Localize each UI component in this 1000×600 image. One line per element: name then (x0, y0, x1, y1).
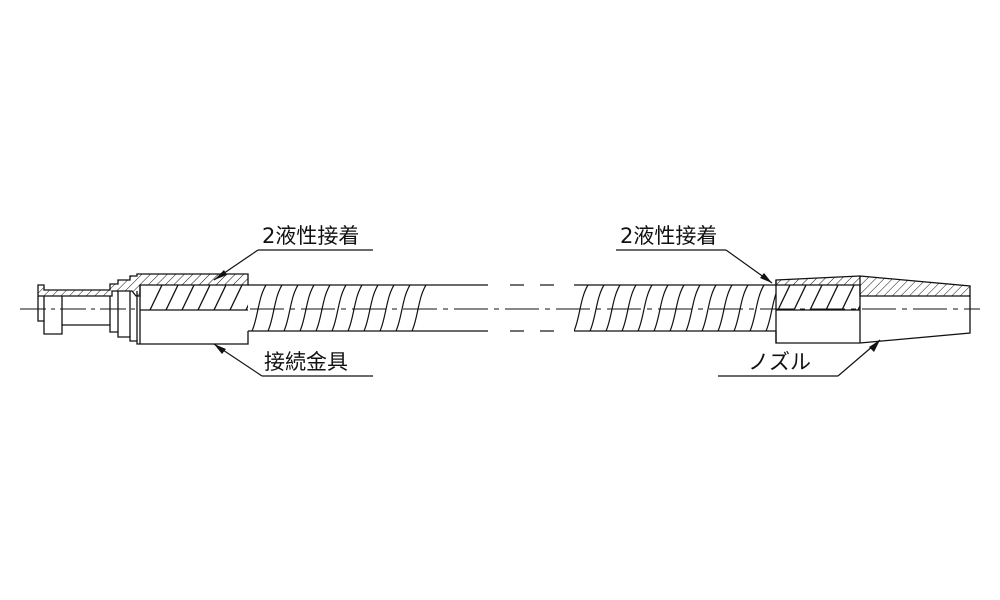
spiral-hose-left (248, 284, 488, 332)
fitting-hatched-section (37, 273, 249, 297)
label-adhesive-right: 2液性接着 (620, 224, 717, 248)
fitting-hose-end (149, 285, 248, 310)
leader-nozzle (718, 339, 881, 377)
label-nozzle: ノズル (748, 350, 811, 374)
label-adhesive-left: 2液性接着 (262, 224, 359, 248)
connection-fitting (37, 273, 249, 345)
leader-adhesive-left (213, 249, 373, 281)
break-gap (510, 284, 554, 332)
fitting-plain-half (37, 285, 249, 345)
label-fitting: 接続金具 (264, 350, 348, 374)
leader-adhesive-right (616, 249, 773, 284)
nozzle (775, 275, 971, 344)
spiral-hose-right (574, 284, 776, 332)
leader-fitting (213, 343, 373, 377)
